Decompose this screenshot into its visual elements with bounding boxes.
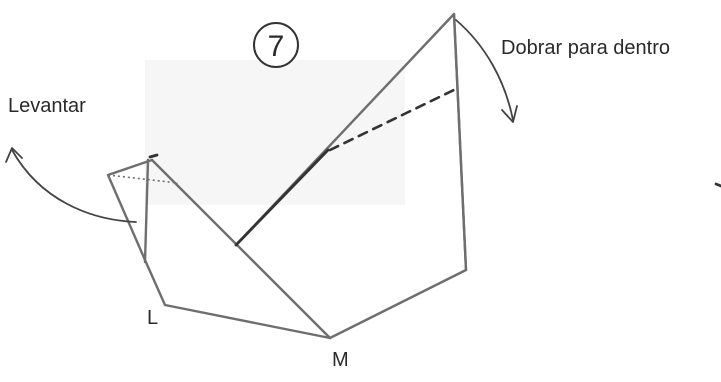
point-m-label: M [332, 349, 349, 371]
head-dotted-line [107, 174, 179, 184]
right-edge [452, 12, 468, 272]
fold-in-label: Dobrar para dentro [501, 37, 670, 59]
dashed-fold-line [328, 86, 460, 152]
body-outline [143, 12, 468, 340]
step-number-circle [253, 22, 299, 68]
head-fold-line [143, 158, 150, 264]
edge-mark [714, 182, 721, 188]
neck-diagonal [150, 158, 332, 340]
background-shade [145, 60, 405, 205]
head-tick [148, 153, 159, 159]
step-number: 7 [268, 30, 285, 63]
point-l-label: L [147, 307, 158, 329]
lift-arrow [11, 149, 137, 223]
fold-in-arrowhead [501, 105, 518, 123]
lift-label: Levantar [8, 95, 86, 117]
crease-line [234, 148, 330, 247]
lift-arrowhead [5, 147, 23, 163]
fold-in-arrow [455, 19, 514, 121]
